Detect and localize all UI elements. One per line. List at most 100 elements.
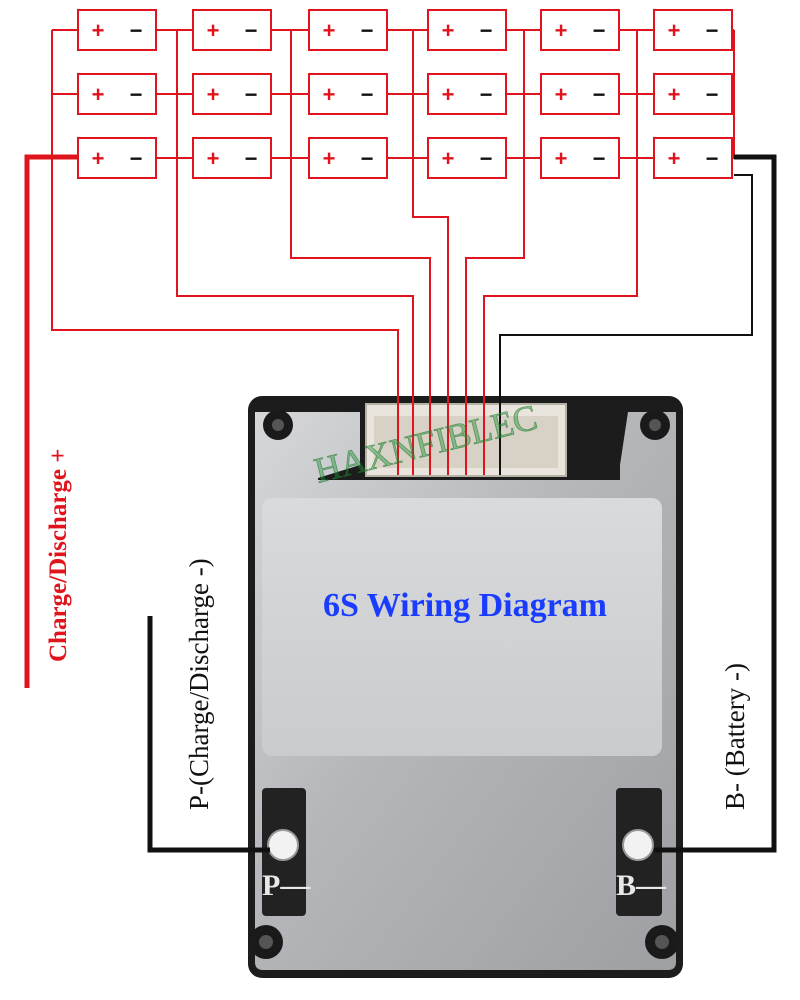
mounting-screw-top-right xyxy=(640,410,670,440)
balance-wire-4 xyxy=(412,157,449,475)
cell-negative-terminal: − xyxy=(130,82,143,107)
battery-cell: +− xyxy=(427,9,507,51)
cell-negative-terminal: − xyxy=(593,146,606,171)
battery-cell: +− xyxy=(192,9,272,51)
battery-cell: +− xyxy=(653,137,733,179)
b-terminal-pad xyxy=(616,788,662,916)
cell-positive-terminal: + xyxy=(92,146,105,171)
cell-negative-terminal: − xyxy=(706,18,719,43)
balance-wire-2 xyxy=(176,157,414,475)
cell-body xyxy=(540,9,620,51)
mounting-screw-top-left xyxy=(263,410,293,440)
cell-negative-terminal: − xyxy=(130,18,143,43)
cell-positive-terminal: + xyxy=(442,18,455,43)
cell-negative-terminal: − xyxy=(480,18,493,43)
battery-cell: +− xyxy=(192,73,272,115)
p-pad-label: P— xyxy=(262,869,311,902)
cell-body xyxy=(77,73,157,115)
cell-positive-terminal: + xyxy=(207,82,220,107)
cell-body xyxy=(192,73,272,115)
cell-body xyxy=(77,137,157,179)
battery-cell: +− xyxy=(77,73,157,115)
battery-cell: +− xyxy=(540,73,620,115)
cell-positive-terminal: + xyxy=(555,18,568,43)
cell-positive-terminal: + xyxy=(668,146,681,171)
cell-negative-terminal: − xyxy=(480,146,493,171)
cell-positive-terminal: + xyxy=(442,146,455,171)
cell-positive-terminal: + xyxy=(207,18,220,43)
cell-positive-terminal: + xyxy=(323,82,336,107)
cell-body xyxy=(540,137,620,179)
cell-positive-terminal: + xyxy=(92,18,105,43)
cell-positive-terminal: + xyxy=(668,18,681,43)
cell-negative-terminal: − xyxy=(130,146,143,171)
cell-body xyxy=(77,9,157,51)
balance-wire-1 xyxy=(51,157,399,475)
cell-body xyxy=(540,73,620,115)
cell-body xyxy=(427,137,507,179)
cell-body xyxy=(308,9,388,51)
battery-cell: +− xyxy=(427,137,507,179)
bms-board xyxy=(248,396,683,978)
p-negative-wire xyxy=(147,616,270,853)
battery-cell: +− xyxy=(77,137,157,179)
cell-negative-terminal: − xyxy=(361,18,374,43)
cell-positive-terminal: + xyxy=(668,82,681,107)
cell-negative-terminal: − xyxy=(245,82,258,107)
cell-body xyxy=(653,73,733,115)
cell-positive-terminal: + xyxy=(555,82,568,107)
mounting-screw-bottom-right xyxy=(645,925,679,959)
mounting-screw-bottom-left xyxy=(249,925,283,959)
cell-positive-terminal: + xyxy=(92,82,105,107)
cell-negative-terminal: − xyxy=(706,146,719,171)
cell-body xyxy=(192,137,272,179)
cell-positive-terminal: + xyxy=(207,146,220,171)
cell-negative-terminal: − xyxy=(593,82,606,107)
cell-body xyxy=(308,73,388,115)
battery-cell: +− xyxy=(308,9,388,51)
battery-cell: +− xyxy=(308,73,388,115)
cell-positive-terminal: + xyxy=(323,146,336,171)
cell-negative-terminal: − xyxy=(593,18,606,43)
charge-discharge-positive-label: Charge/Discharge + xyxy=(45,448,72,662)
battery-cell: +− xyxy=(540,137,620,179)
battery-negative-wire xyxy=(654,154,777,853)
cell-negative-terminal: − xyxy=(361,146,374,171)
battery-cell: +− xyxy=(308,137,388,179)
cell-body xyxy=(427,9,507,51)
cell-positive-terminal: + xyxy=(555,146,568,171)
battery-cell-array: +−+−+−+−+−+−+−+−+−+−+−+−+−+−+−+−+−+− xyxy=(52,9,734,179)
battery-cell: +− xyxy=(653,73,733,115)
red-wiring xyxy=(24,30,735,688)
cell-negative-terminal: − xyxy=(706,82,719,107)
balance-wire-5 xyxy=(465,157,525,475)
battery-cell: +− xyxy=(77,9,157,51)
p-terminal-pad xyxy=(262,788,306,916)
battery-cell: +− xyxy=(540,9,620,51)
balance-wire-negative xyxy=(499,174,753,475)
balance-wire-6 xyxy=(483,157,638,475)
cell-body xyxy=(653,9,733,51)
cell-negative-terminal: − xyxy=(361,82,374,107)
cell-body xyxy=(308,137,388,179)
battery-cell: +− xyxy=(192,137,272,179)
board-label-sticker xyxy=(262,498,662,756)
b-negative-label: B- (Battery -) xyxy=(720,663,750,810)
b-pad-label: B— xyxy=(616,869,667,902)
cell-negative-terminal: − xyxy=(245,146,258,171)
balance-wire-3 xyxy=(290,157,431,475)
black-wiring xyxy=(147,154,777,853)
cell-body xyxy=(653,137,733,179)
positive-main-wire xyxy=(24,154,78,688)
battery-cell: +− xyxy=(653,9,733,51)
cell-body xyxy=(192,9,272,51)
p-negative-label: P-(Charge/Discharge -) xyxy=(184,558,214,810)
cell-negative-terminal: − xyxy=(480,82,493,107)
cell-negative-terminal: − xyxy=(245,18,258,43)
cell-positive-terminal: + xyxy=(442,82,455,107)
cell-positive-terminal: + xyxy=(323,18,336,43)
battery-cell: +− xyxy=(427,73,507,115)
diagram-title: 6S Wiring Diagram xyxy=(323,587,607,624)
cell-body xyxy=(427,73,507,115)
